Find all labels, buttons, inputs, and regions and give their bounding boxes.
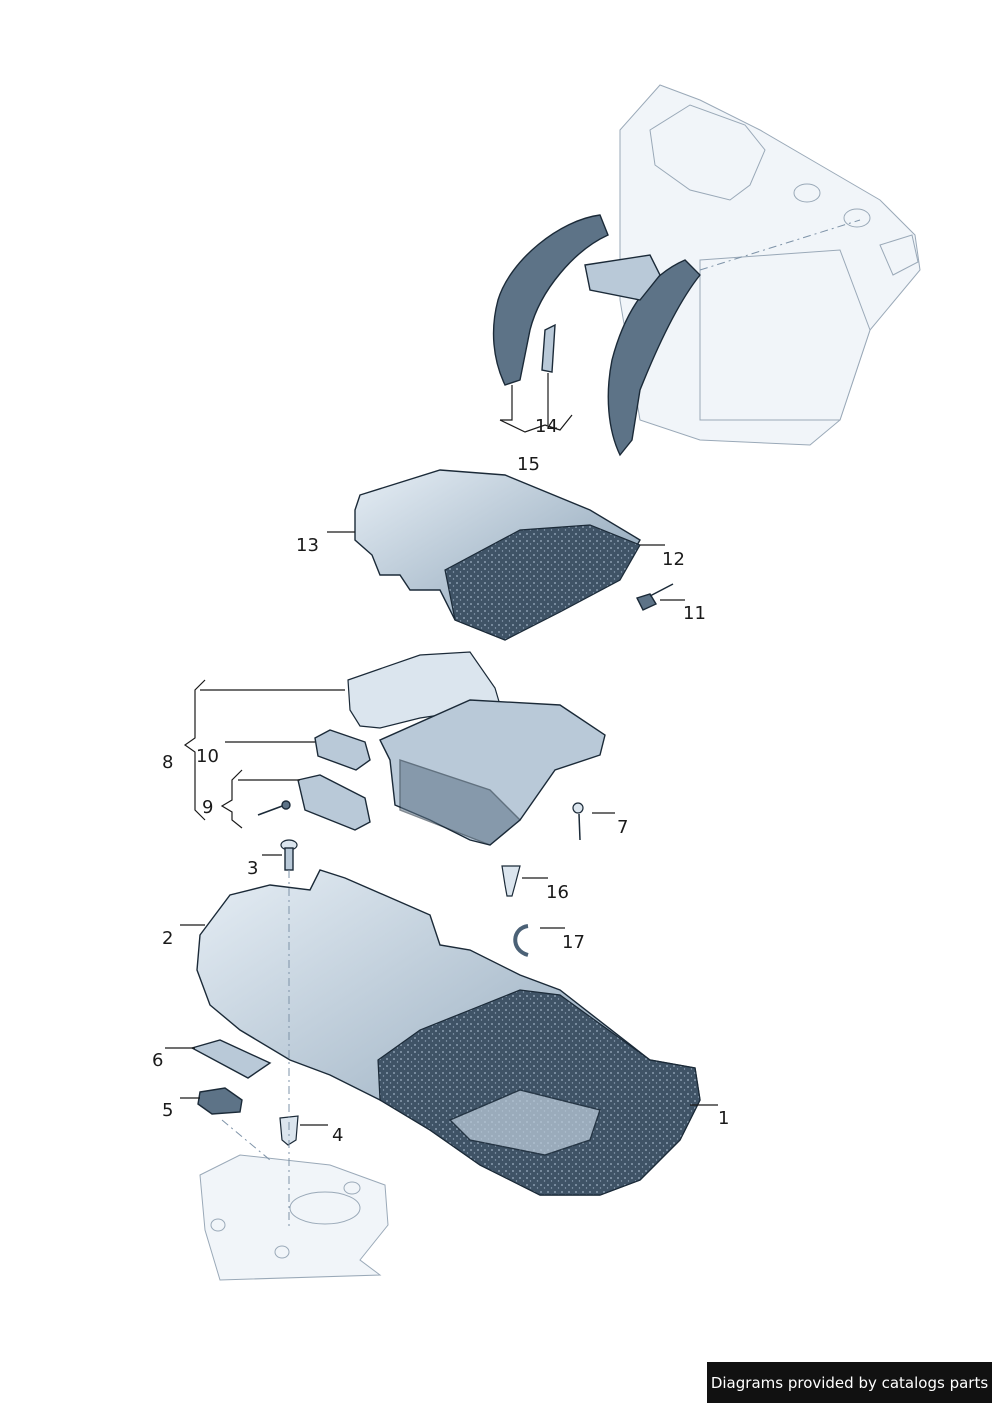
callout-10: 10: [196, 746, 219, 767]
part-15-backrest-cushion: [354, 469, 641, 641]
part-4-clip: [279, 1115, 299, 1146]
part-16-clip: [501, 865, 521, 897]
callout-4: 4: [332, 1125, 344, 1146]
seat-back-background: [619, 84, 921, 446]
part-14-side-bolster: [492, 214, 701, 457]
part-3-screw: [280, 839, 298, 871]
part-6-pad: [190, 1039, 272, 1079]
callout-6: 6: [152, 1050, 164, 1071]
part-9-bracket: [257, 774, 371, 831]
part-10-bracket: [314, 729, 371, 771]
callout-11: 11: [683, 603, 706, 624]
part-17-c-clip: [513, 924, 529, 957]
part-5-clip: [197, 1087, 243, 1115]
callout-8: 8: [162, 752, 174, 773]
callout-13: 13: [296, 535, 319, 556]
callout-9: 9: [202, 797, 214, 818]
alignment-lines: [221, 219, 861, 1230]
part-11-connector: [636, 583, 674, 611]
callout-15: 15: [517, 454, 540, 475]
callout-12: 12: [662, 549, 685, 570]
callout-5: 5: [162, 1100, 174, 1121]
part-8-seat-frame: [347, 651, 606, 846]
callout-14: 14: [535, 416, 558, 437]
part-7-rivet: [572, 802, 584, 841]
callout-7: 7: [617, 817, 629, 838]
callout-17: 17: [562, 932, 585, 953]
callout-3: 3: [247, 858, 259, 879]
callout-2: 2: [162, 928, 174, 949]
floor-pan-background: [199, 1154, 389, 1281]
footer-credit: Diagrams provided by catalogs parts: [707, 1362, 992, 1403]
part-1-seat-foam: [377, 989, 701, 1196]
callout-16: 16: [546, 882, 569, 903]
leader-lines: [165, 373, 718, 1126]
callout-1: 1: [718, 1108, 730, 1129]
